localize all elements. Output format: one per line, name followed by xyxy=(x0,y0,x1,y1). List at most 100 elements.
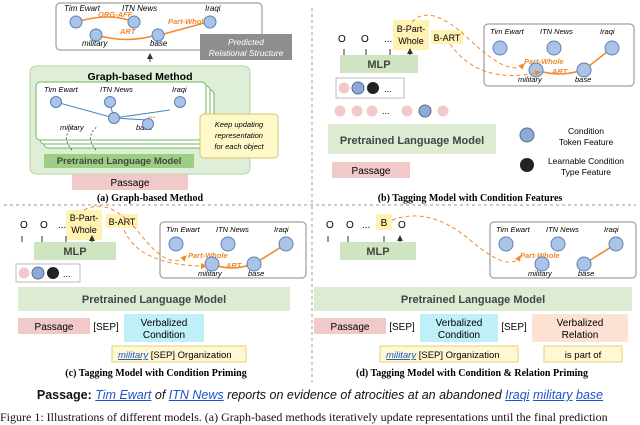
b-tok-6 xyxy=(437,105,449,117)
keep-updating-1: Keep updating xyxy=(215,120,264,129)
b-node-2 xyxy=(546,40,562,56)
b-o1: O xyxy=(338,34,346,45)
c-feat-black xyxy=(47,267,59,279)
art-label-a: ART xyxy=(119,27,137,36)
b-passage-box xyxy=(332,162,410,178)
passage-label-a: Passage xyxy=(111,178,150,189)
b-mlp-box xyxy=(340,55,418,73)
b-tok-5 xyxy=(418,104,432,118)
b-feat-ellipsis: ... xyxy=(384,84,392,94)
predicted-structure-line2: Relational Structure xyxy=(209,48,284,58)
plm-label-a: Pretrained Language Model xyxy=(57,156,182,167)
d-o3: O xyxy=(398,220,406,231)
org-aff-label: ORG-AFF xyxy=(98,10,133,19)
passage-word-tim: Tim Ewart xyxy=(95,388,152,402)
b-dashed-link-2 xyxy=(449,43,541,77)
legend-learnable-1: Learnable Condition xyxy=(548,156,624,166)
c-verbalized-box xyxy=(124,314,204,342)
graph-node-3 xyxy=(174,96,186,108)
passage-word-iraqi: Iraqi xyxy=(505,388,530,402)
a-mid-e1: Tim Ewart xyxy=(44,85,79,94)
d-verbalized-1: Verbalized xyxy=(436,318,483,329)
passage-word-itn: ITN News xyxy=(168,388,224,402)
caption-a: (a) Graph-based Method xyxy=(97,193,204,204)
d-plm-box xyxy=(314,287,632,311)
c-tag-bpart-1: B-Part- xyxy=(70,213,99,223)
node-itn xyxy=(127,15,141,29)
b-tok-2 xyxy=(351,105,363,117)
keep-updating-note xyxy=(199,113,279,159)
passage-middle-text: reports on evidence of atrocities at an … xyxy=(227,388,502,402)
b-tok-1 xyxy=(334,105,346,117)
b-passage-label: Passage xyxy=(352,166,391,177)
b-feat-black xyxy=(367,82,379,94)
a-mid-e4: military xyxy=(60,123,85,132)
b-tag-bart xyxy=(431,30,463,44)
d-o1: O xyxy=(326,220,334,231)
d-g-e1: Tim Ewart xyxy=(496,225,531,234)
b-node-4 xyxy=(528,62,544,78)
keep-updating-2: representation xyxy=(215,131,263,140)
passage-line-label: Passage: xyxy=(36,388,92,402)
d-g-e2: ITN News xyxy=(546,225,579,234)
graph-method-title: Graph-based Method xyxy=(87,71,192,83)
b-g-e4: military xyxy=(518,75,543,84)
c-node-2 xyxy=(220,236,236,252)
dashed-link-1 xyxy=(66,125,75,151)
b-art-label: ART xyxy=(551,67,569,76)
graph-node-1 xyxy=(50,96,62,108)
graph-ellipsis: ... xyxy=(148,110,156,120)
b-tag-bpart-2: Whole xyxy=(398,36,424,46)
passage-word-of: of xyxy=(154,388,166,402)
b-plm-box xyxy=(328,124,496,154)
legend-blue-circle xyxy=(519,127,535,143)
c-sep: [SEP] xyxy=(93,322,119,333)
b-plm-label: Pretrained Language Model xyxy=(340,135,484,147)
a-top-e4: military xyxy=(82,39,108,48)
caption-d: (d) Tagging Model with Condition & Relat… xyxy=(356,368,588,379)
d-condition-text-box xyxy=(379,345,519,363)
d-node-4 xyxy=(534,256,550,272)
panel-d: O O ... B O MLP Pretrained Language Mode… xyxy=(314,214,637,379)
b-node-3 xyxy=(604,40,620,56)
c-mlp-out-arrows xyxy=(21,236,92,242)
part-whole-edge-a xyxy=(159,21,209,36)
d-passage-box xyxy=(314,318,386,334)
c-mlp-box xyxy=(34,242,116,260)
caption-b: (b) Tagging Model with Condition Feature… xyxy=(378,193,563,204)
b-o2: O xyxy=(361,34,369,45)
d-passage-label: Passage xyxy=(331,322,370,333)
legend-learnable-2: Type Feature xyxy=(561,167,611,177)
legend-condition-1: Condition xyxy=(568,126,604,136)
c-passage-box xyxy=(18,318,90,334)
d-g-e4: military xyxy=(528,269,553,278)
graph-edges-a xyxy=(55,101,171,121)
c-g-e2: ITN News xyxy=(216,225,249,234)
d-mlp-label: MLP xyxy=(366,246,389,258)
graph-node-4 xyxy=(108,112,120,124)
d-g-e3: Iraqi xyxy=(604,225,619,234)
b-node-5 xyxy=(576,62,592,78)
keep-updating-3: for each object xyxy=(214,142,264,151)
a-top-e3: Iraqi xyxy=(205,4,221,13)
b-tok-ellipsis: ... xyxy=(382,106,390,116)
c-node-5 xyxy=(246,256,262,272)
d-node-3 xyxy=(608,236,624,252)
part-whole-label-a: Part-Whole xyxy=(168,17,208,26)
d-plm-label: Pretrained Language Model xyxy=(401,294,545,306)
d-part-whole-label: Part-Whole xyxy=(520,251,560,260)
d-verbalized-relation-box xyxy=(532,314,628,342)
dashed-link-2 xyxy=(90,125,99,151)
c-node-3 xyxy=(278,236,294,252)
graph-node-2 xyxy=(104,96,116,108)
predicted-structure-label-box xyxy=(200,34,292,60)
c-dashed-link-1 xyxy=(83,205,187,262)
legend-condition-2: Token Feature xyxy=(559,137,614,147)
c-g-e5: base xyxy=(248,269,264,278)
c-verbalized-1: Verbalized xyxy=(141,318,188,329)
d-relation-text-box xyxy=(543,345,623,363)
b-g-e3: Iraqi xyxy=(600,27,615,36)
d-verbalized-4: Relation xyxy=(562,330,599,341)
c-tag-bart xyxy=(106,214,138,228)
plm-box-a xyxy=(44,154,194,168)
